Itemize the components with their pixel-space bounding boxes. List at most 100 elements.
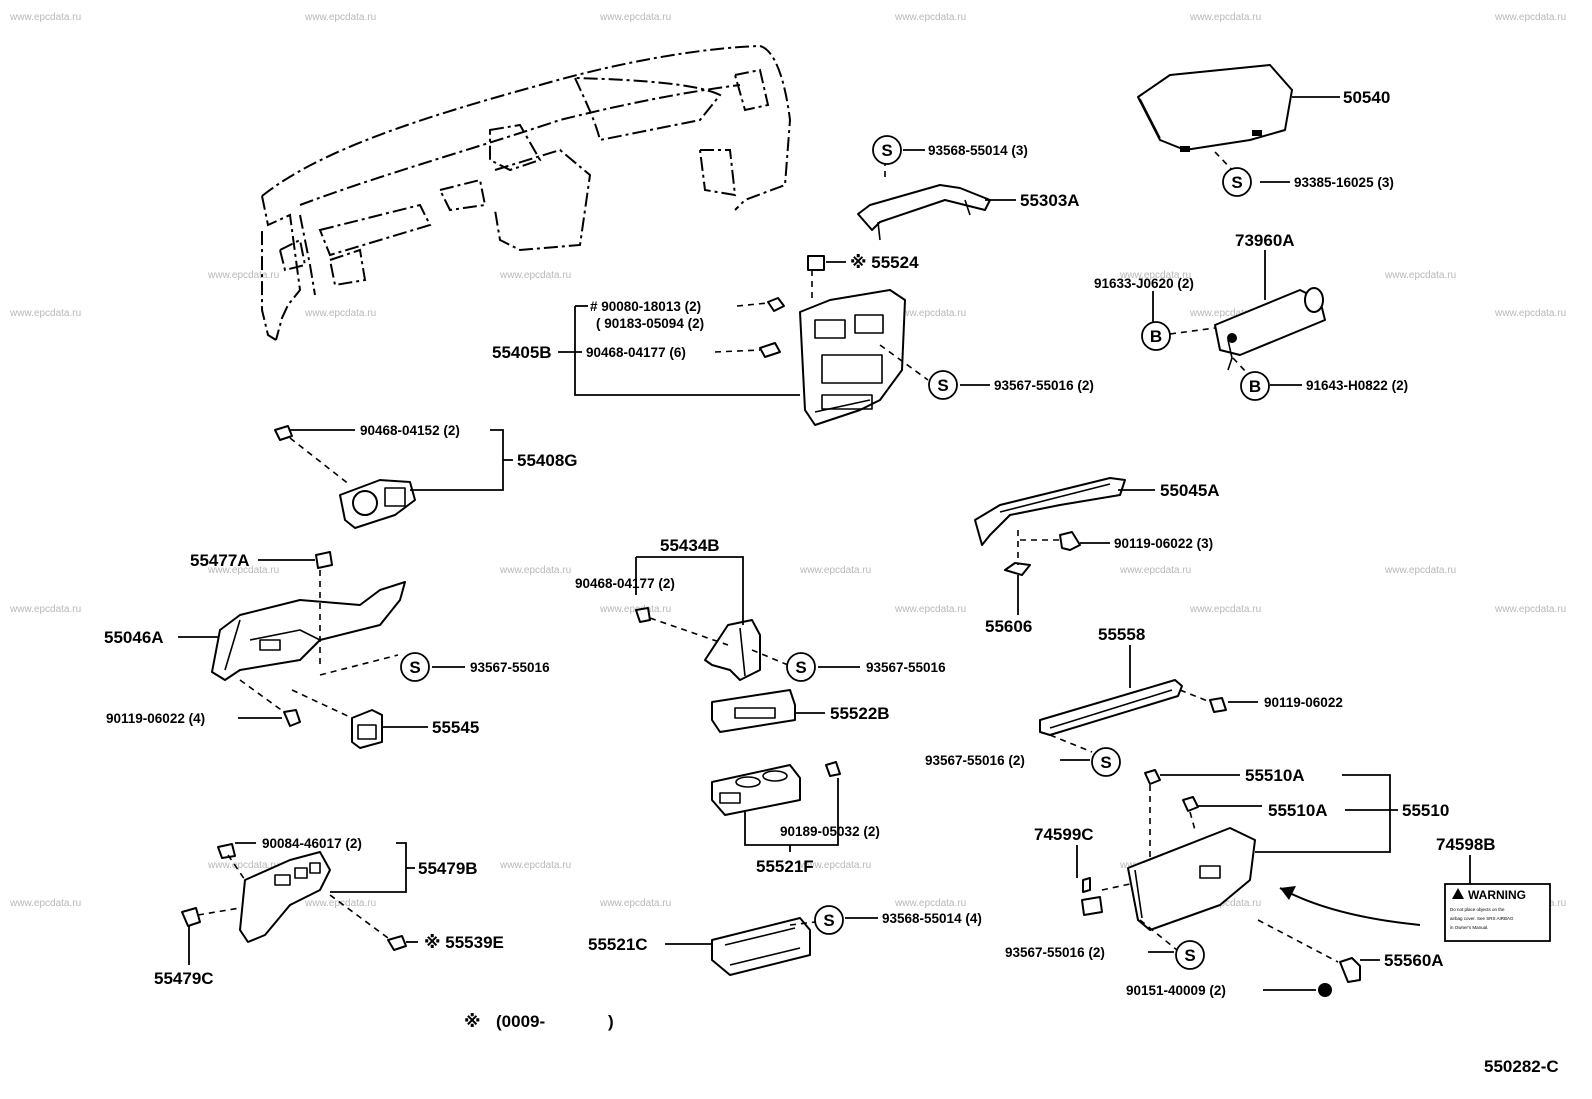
s-circle-marker: S <box>1091 747 1121 777</box>
part-label: 90468-04152 (2) <box>360 423 460 438</box>
watermark: www.epcdata.ru <box>1494 12 1566 23</box>
footnote-close: ) <box>608 1012 614 1031</box>
svg-text:S: S <box>937 376 948 395</box>
part-label: 90189-05032 (2) <box>780 824 880 839</box>
watermark: www.epcdata.ru <box>599 604 671 615</box>
part-label: 55046A <box>104 628 164 647</box>
part-label: # 90080-18013 (2) <box>590 299 701 314</box>
watermark: www.epcdata.ru <box>1189 12 1261 23</box>
part-label: 55510 <box>1402 801 1449 820</box>
part-55521C-tray <box>711 917 811 976</box>
part-label: 90151-40009 (2) <box>1126 983 1226 998</box>
label-placement-arrow <box>1279 886 1421 926</box>
part-label: 90468-04177 (2) <box>575 576 675 591</box>
part-label: 55303A <box>1020 191 1080 210</box>
watermark: www.epcdata.ru <box>207 270 279 281</box>
svg-text:S: S <box>1100 753 1111 772</box>
part-label: ( 90183-05094 (2) <box>596 316 704 331</box>
part-55558-support <box>1039 679 1227 736</box>
part-label: 93568-55014 (4) <box>882 911 982 926</box>
warning-title: WARNING <box>1468 888 1526 902</box>
watermark: www.epcdata.ru <box>9 308 81 319</box>
part-label: 55510A <box>1245 766 1305 785</box>
watermark: www.epcdata.ru <box>304 308 376 319</box>
watermark: www.epcdata.ru <box>499 270 571 281</box>
part-74598B-warning-label: WARNING Do not place objects on the airb… <box>1444 883 1551 942</box>
part-55524-clip <box>807 255 825 271</box>
circle-markers: S S S B B S S S S S <box>400 135 1270 970</box>
watermark: www.epcdata.ru <box>894 12 966 23</box>
watermark: www.epcdata.ru <box>1494 604 1566 615</box>
part-55479B-knee-panel <box>181 843 407 951</box>
part-label: 91643-H0822 (2) <box>1306 378 1408 393</box>
watermark: www.epcdata.ru <box>1384 270 1456 281</box>
watermark: www.epcdata.ru <box>499 860 571 871</box>
part-label: 55479B <box>418 859 478 878</box>
s-circle-marker: S <box>1222 167 1252 197</box>
part-55510-glove-box <box>1127 769 1256 931</box>
part-74599C-label <box>1081 877 1103 916</box>
watermark: www.epcdata.ru <box>799 565 871 576</box>
part-label: 55045A <box>1160 481 1220 500</box>
part-label: 74598B <box>1436 835 1496 854</box>
part-label: 55408G <box>517 451 578 470</box>
diagram-code: 550282-C <box>1484 1057 1559 1076</box>
watermark: www.epcdata.ru <box>1119 565 1191 576</box>
watermark: www.epcdata.ru <box>499 565 571 576</box>
footnote-symbol: ※ <box>464 1012 481 1031</box>
b-circle-marker: B <box>1240 371 1270 401</box>
part-55046A-lower-panel <box>211 551 406 681</box>
leader-lines <box>178 96 1471 991</box>
svg-text:S: S <box>823 911 834 930</box>
part-label: 93567-55016 (2) <box>1005 945 1105 960</box>
watermark: www.epcdata.ru <box>1384 565 1456 576</box>
warning-line: airbag cover. See SRS AIRBAG <box>1450 916 1514 921</box>
part-label: 73960A <box>1235 231 1295 250</box>
part-label: 93567-55016 <box>866 660 946 675</box>
svg-text:S: S <box>1184 946 1195 965</box>
watermark: www.epcdata.ru <box>304 898 376 909</box>
watermark: www.epcdata.ru <box>304 12 376 23</box>
part-label: 55522B <box>830 704 890 723</box>
part-label: 55558 <box>1098 625 1145 644</box>
part-label: 55479C <box>154 969 214 988</box>
s-circle-marker: S <box>786 652 816 682</box>
svg-text:B: B <box>1249 377 1261 396</box>
part-73960A-airbag-module <box>1214 287 1326 371</box>
part-55408G-switch-panel <box>274 425 416 529</box>
part-label: 55434B <box>660 536 720 555</box>
watermark: www.epcdata.ru <box>894 308 966 319</box>
part-label: 90119-06022 (3) <box>1114 536 1213 551</box>
watermark: www.epcdata.ru <box>1494 308 1566 319</box>
svg-text:S: S <box>409 658 420 677</box>
watermark: www.epcdata.ru <box>1189 604 1261 615</box>
part-label: 50540 <box>1343 88 1390 107</box>
part-55522B-pocket <box>711 689 796 733</box>
part-label: 93567-55016 (2) <box>994 378 1094 393</box>
watermark: www.epcdata.ru <box>207 860 279 871</box>
watermark: www.epcdata.ru <box>894 604 966 615</box>
part-label: 55521C <box>588 935 648 954</box>
part-55405B-center-cluster <box>799 289 906 426</box>
part-label: 55477A <box>190 551 250 570</box>
part-label: 90119-06022 <box>1264 695 1343 710</box>
part-label: 90468-04177 (6) <box>586 345 686 360</box>
part-label: 74599C <box>1034 825 1094 844</box>
part-50540-airbag-cover <box>1137 64 1293 152</box>
s-circle-marker: S <box>928 370 958 400</box>
footnote-text: (0009- <box>496 1012 545 1031</box>
watermark: www.epcdata.ru <box>1189 308 1261 319</box>
part-label: 55510A <box>1268 801 1328 820</box>
part-55303A-bracket <box>857 184 991 241</box>
svg-text:S: S <box>795 658 806 677</box>
part-label: 90119-06022 (4) <box>106 711 205 726</box>
watermark: www.epcdata.ru <box>1119 270 1191 281</box>
watermark: www.epcdata.ru <box>9 12 81 23</box>
part-label: ※ 55524 <box>850 253 919 272</box>
part-55545-small-panel <box>283 709 383 749</box>
watermark: www.epcdata.ru <box>894 898 966 909</box>
part-clips-55405B <box>759 297 785 358</box>
part-label: 91633-J0620 (2) <box>1094 276 1194 291</box>
watermark: www.epcdata.ru <box>9 898 81 909</box>
